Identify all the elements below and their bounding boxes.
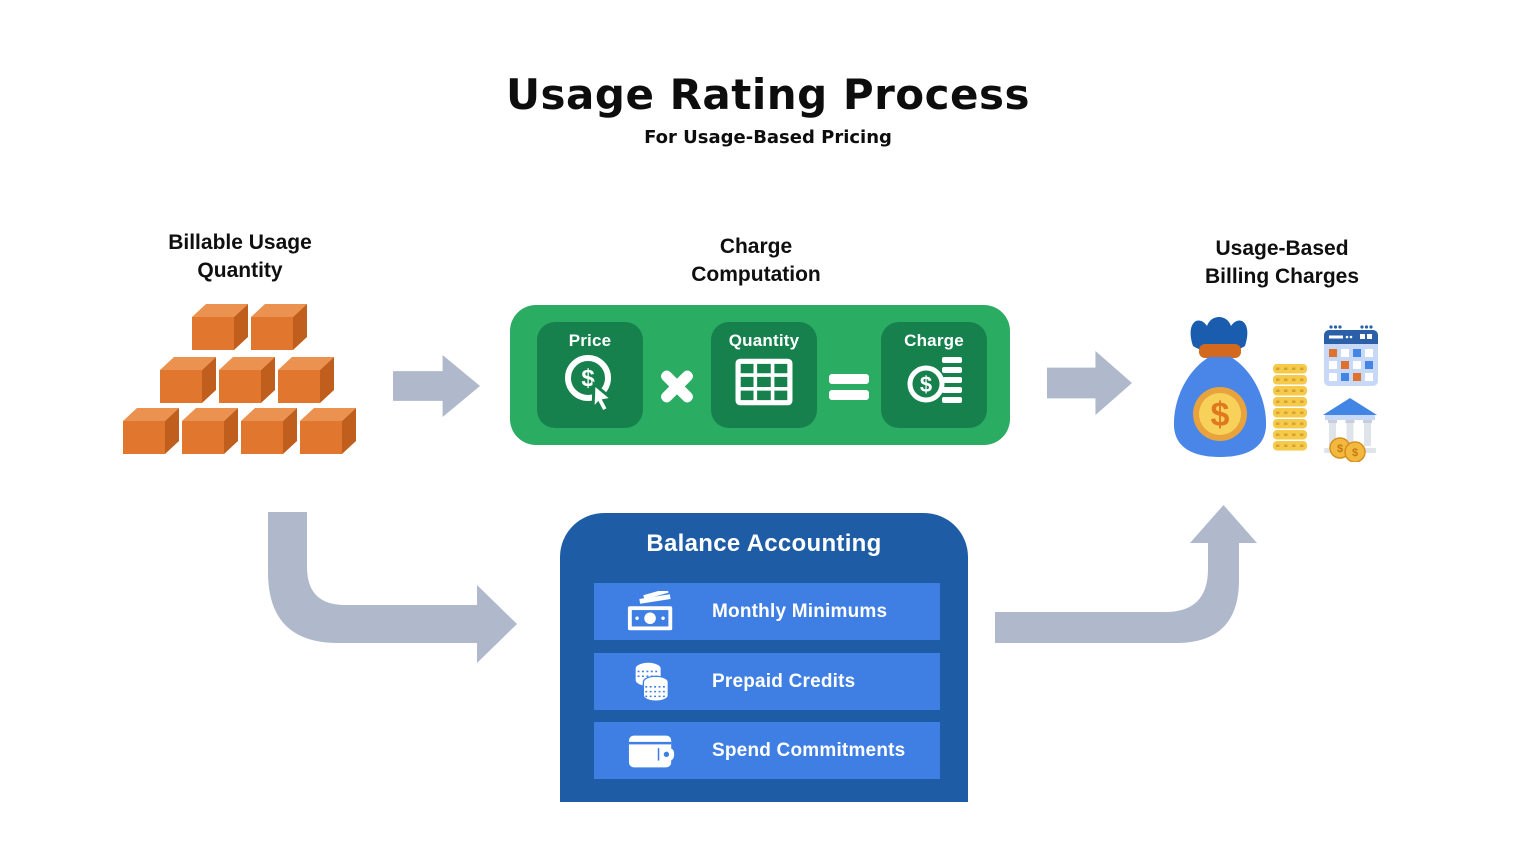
wallet-icon: [624, 732, 680, 770]
quantity-tile: Quantity: [711, 322, 817, 428]
billable-usage-heading: Billable Usage Quantity: [168, 231, 312, 282]
equals-operator: =: [819, 354, 879, 418]
table-grid-icon: [735, 358, 793, 406]
svg-text:$: $: [1211, 396, 1230, 434]
svg-text:$: $: [1337, 443, 1343, 455]
charge-computation-heading: Charge Computation: [691, 235, 821, 286]
price-tile-label: Price: [568, 331, 612, 350]
balance-row-spend-commitments: Spend Commitments: [594, 722, 940, 779]
balance-row-label: Prepaid Credits: [712, 670, 856, 692]
calendar-icon: [1324, 325, 1378, 386]
bank-icon: $ $: [1323, 398, 1377, 462]
multiply-operator: ×: [647, 354, 707, 418]
cube-icon: [219, 357, 275, 403]
cube-icon: [182, 408, 238, 454]
right-arrow-icon: [393, 355, 480, 417]
charge-tile-label: Charge: [904, 331, 964, 350]
balance-accounting-title: Balance Accounting: [646, 530, 882, 557]
cube-icon: [241, 408, 297, 454]
billing-charges-heading: Usage-Based Billing Charges: [1204, 237, 1360, 288]
coin-ledger-icon: $: [907, 357, 962, 403]
page-title: Usage Rating Process: [505, 70, 1031, 119]
quantity-tile-label: Quantity: [728, 331, 800, 350]
cube-icon: [278, 357, 334, 403]
elbow-arrow-right-up-icon: [995, 505, 1257, 643]
price-tile: Price $: [537, 322, 643, 428]
right-arrow-icon: [1047, 351, 1132, 415]
balance-row-prepaid-credits: Prepaid Credits: [594, 653, 940, 710]
price-click-icon: $: [565, 355, 616, 414]
charge-tile: Charge $: [881, 322, 987, 428]
balance-accounting-box: Balance Accounting Monthly Minimums: [560, 513, 968, 802]
cube-icon: [160, 357, 216, 403]
balance-row-label: Spend Commitments: [712, 739, 906, 761]
balance-row-monthly-minimums: Monthly Minimums: [594, 583, 940, 640]
svg-text:$: $: [1352, 447, 1358, 459]
elbow-arrow-down-right-icon: [268, 512, 517, 663]
money-bag-icon: $: [1173, 317, 1267, 457]
svg-text:$: $: [920, 372, 932, 397]
svg-text:$: $: [581, 365, 595, 392]
coin-stacks-icon: [624, 660, 680, 704]
cube-icon: [300, 408, 356, 454]
banknotes-icon: [624, 590, 680, 633]
balance-row-label: Monthly Minimums: [712, 600, 888, 622]
page-subtitle: For Usage-Based Pricing: [644, 127, 892, 148]
coin-stack-icon: [1273, 364, 1307, 451]
cube-icon: [123, 408, 179, 454]
cube-icon: [192, 304, 248, 350]
cube-icon: [251, 304, 307, 350]
